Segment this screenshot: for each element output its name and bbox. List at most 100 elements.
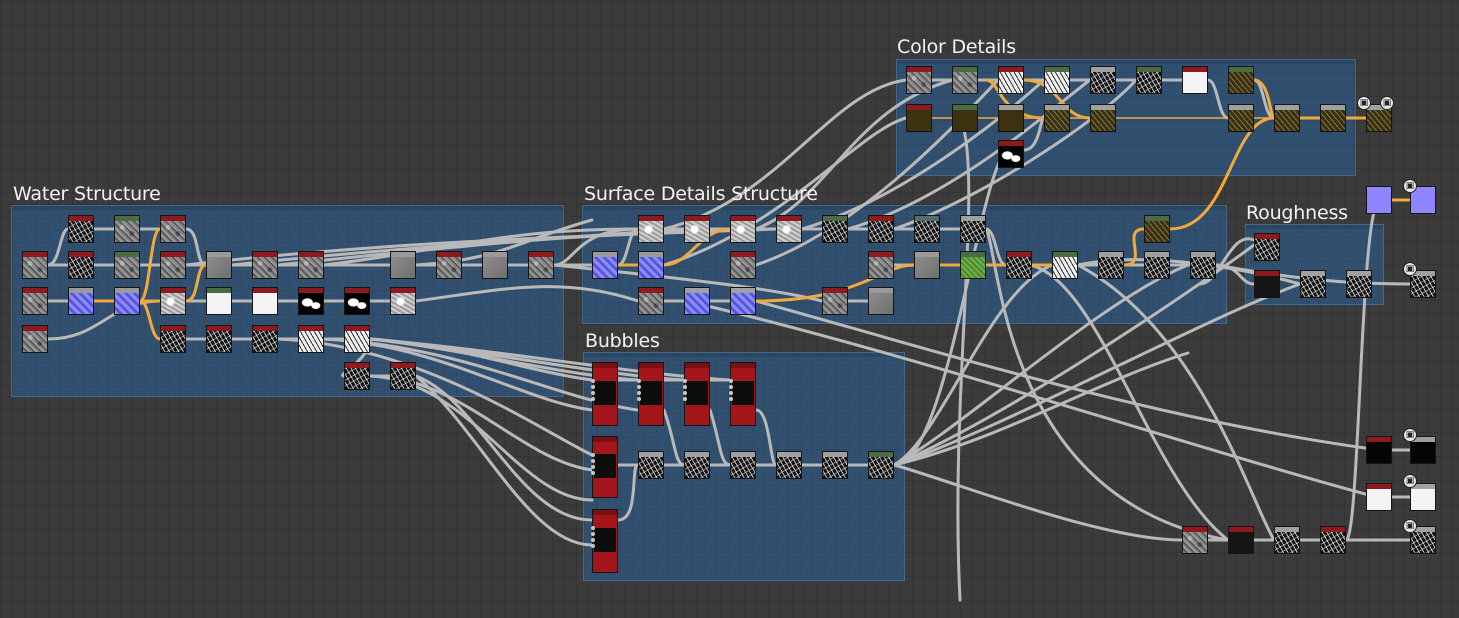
bubble-node[interactable] — [591, 436, 618, 498]
graph-node[interactable] — [1410, 436, 1436, 464]
graph-node[interactable] — [252, 251, 278, 279]
graph-node[interactable] — [344, 362, 370, 390]
graph-node[interactable] — [1006, 251, 1032, 279]
input-port[interactable] — [729, 379, 733, 383]
graph-node[interactable] — [298, 287, 324, 315]
graph-node[interactable] — [68, 287, 94, 315]
graph-node[interactable] — [638, 251, 664, 279]
input-port[interactable] — [637, 385, 641, 389]
graph-node[interactable] — [390, 251, 416, 279]
graph-node[interactable] — [206, 251, 232, 279]
graph-node[interactable] — [344, 325, 370, 353]
graph-node[interactable] — [822, 451, 848, 479]
bubble-node[interactable] — [729, 362, 756, 426]
graph-node[interactable] — [1346, 270, 1372, 298]
graph-node[interactable] — [1144, 215, 1170, 243]
graph-node[interactable] — [592, 251, 618, 279]
input-port[interactable] — [683, 391, 687, 395]
input-port[interactable] — [729, 397, 733, 401]
graph-node[interactable] — [298, 325, 324, 353]
graph-node[interactable] — [206, 325, 232, 353]
graph-node[interactable] — [344, 287, 370, 315]
graph-node[interactable] — [998, 140, 1024, 168]
graph-node[interactable] — [1136, 66, 1162, 94]
graph-node[interactable] — [868, 287, 894, 315]
graph-node[interactable] — [1366, 483, 1392, 511]
graph-node[interactable] — [206, 287, 232, 315]
graph-node[interactable] — [298, 251, 324, 279]
graph-node[interactable] — [1320, 104, 1346, 132]
bubble-node[interactable] — [591, 362, 618, 426]
graph-node[interactable] — [730, 215, 756, 243]
graph-node[interactable] — [730, 451, 756, 479]
graph-node[interactable] — [1274, 526, 1300, 554]
graph-node[interactable] — [1090, 66, 1116, 94]
graph-node[interactable] — [684, 215, 710, 243]
graph-node[interactable] — [822, 287, 848, 315]
graph-node[interactable] — [960, 251, 986, 279]
graph-node[interactable] — [1274, 104, 1300, 132]
graph-node[interactable] — [868, 215, 894, 243]
input-port[interactable] — [591, 532, 595, 536]
graph-node[interactable] — [1190, 251, 1216, 279]
graph-node[interactable] — [1228, 66, 1254, 94]
graph-node[interactable] — [1228, 526, 1254, 554]
graph-node[interactable] — [1090, 104, 1116, 132]
graph-node[interactable] — [1044, 104, 1070, 132]
input-port[interactable] — [591, 452, 595, 457]
graph-node[interactable] — [1410, 526, 1436, 554]
input-port[interactable] — [637, 397, 641, 401]
graph-node[interactable] — [914, 251, 940, 279]
graph-node[interactable] — [868, 251, 894, 279]
graph-node[interactable] — [952, 66, 978, 94]
graph-node[interactable] — [998, 66, 1024, 94]
graph-node[interactable] — [998, 104, 1024, 132]
input-port[interactable] — [591, 397, 595, 401]
graph-node[interactable] — [1300, 270, 1326, 298]
graph-node[interactable] — [1098, 251, 1124, 279]
cube-icon[interactable]: ▣ — [1403, 262, 1417, 276]
graph-node[interactable] — [22, 287, 48, 315]
graph-node[interactable] — [22, 325, 48, 353]
input-port[interactable] — [637, 391, 641, 395]
input-port[interactable] — [591, 379, 595, 383]
graph-node[interactable] — [390, 362, 416, 390]
graph-node[interactable] — [638, 451, 664, 479]
graph-node[interactable] — [22, 251, 48, 279]
graph-node[interactable] — [252, 325, 278, 353]
graph-node[interactable] — [1254, 233, 1280, 261]
graph-node[interactable] — [960, 215, 986, 243]
graph-node[interactable] — [638, 215, 664, 243]
input-port[interactable] — [729, 385, 733, 389]
graph-node[interactable] — [638, 287, 664, 315]
graph-node[interactable] — [684, 451, 710, 479]
input-port[interactable] — [683, 385, 687, 389]
graph-node[interactable] — [1144, 251, 1170, 279]
input-port[interactable] — [683, 397, 687, 401]
cube-icon[interactable]: ▣ — [1357, 96, 1371, 110]
cube-icon[interactable]: ▣ — [1403, 179, 1417, 193]
graph-node[interactable] — [1228, 104, 1254, 132]
frame-title-roughness[interactable]: Roughness — [1246, 202, 1348, 224]
graph-node[interactable] — [776, 215, 802, 243]
cube-icon[interactable]: ▣ — [1380, 96, 1394, 110]
input-port[interactable] — [591, 464, 595, 469]
cube-icon[interactable]: ▣ — [1403, 474, 1417, 488]
graph-node[interactable] — [160, 215, 186, 243]
graph-node[interactable] — [114, 251, 140, 279]
graph-node[interactable] — [914, 215, 940, 243]
graph-node[interactable] — [160, 251, 186, 279]
graph-node[interactable] — [68, 215, 94, 243]
graph-node[interactable] — [1366, 436, 1392, 464]
graph-node[interactable] — [822, 215, 848, 243]
graph-node[interactable] — [730, 287, 756, 315]
graph-node[interactable] — [114, 215, 140, 243]
graph-node[interactable] — [114, 287, 140, 315]
graph-node[interactable] — [1366, 186, 1392, 214]
graph-node[interactable] — [160, 325, 186, 353]
input-port[interactable] — [729, 391, 733, 395]
graph-node[interactable] — [1410, 186, 1436, 214]
bubble-node[interactable] — [683, 362, 710, 426]
graph-node[interactable] — [730, 251, 756, 279]
graph-node[interactable] — [1182, 526, 1208, 554]
